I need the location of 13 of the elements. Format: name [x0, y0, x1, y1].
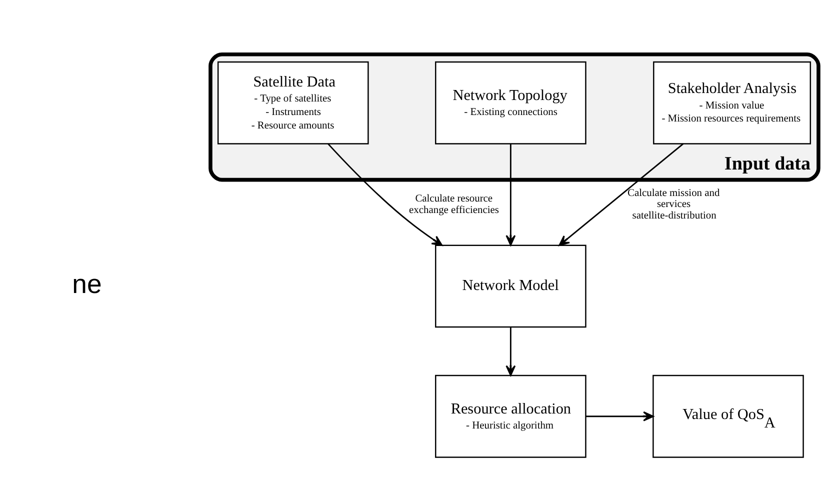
edge-label: Calculate mission and services satellite-distribution	[628, 187, 720, 222]
arrow	[558, 142, 684, 246]
edge-label: Calculate resource exchange efficiencies	[409, 192, 499, 216]
arrow	[506, 326, 516, 376]
node-box: Network Model	[435, 244, 586, 328]
arrow	[506, 144, 516, 246]
arrow	[328, 142, 443, 246]
node-box: Network Topology - Existing connections	[435, 60, 586, 144]
node-box: Stakeholder Analysis - Mission value - Mission resources requirements	[653, 60, 812, 144]
node-box: Resource allocation - Heuristic algorithm	[435, 374, 586, 458]
node-box: Satellite Data - Type of satellites - Instruments - Resource amounts	[217, 60, 369, 144]
arrow	[586, 410, 654, 421]
label: ne	[72, 268, 102, 298]
